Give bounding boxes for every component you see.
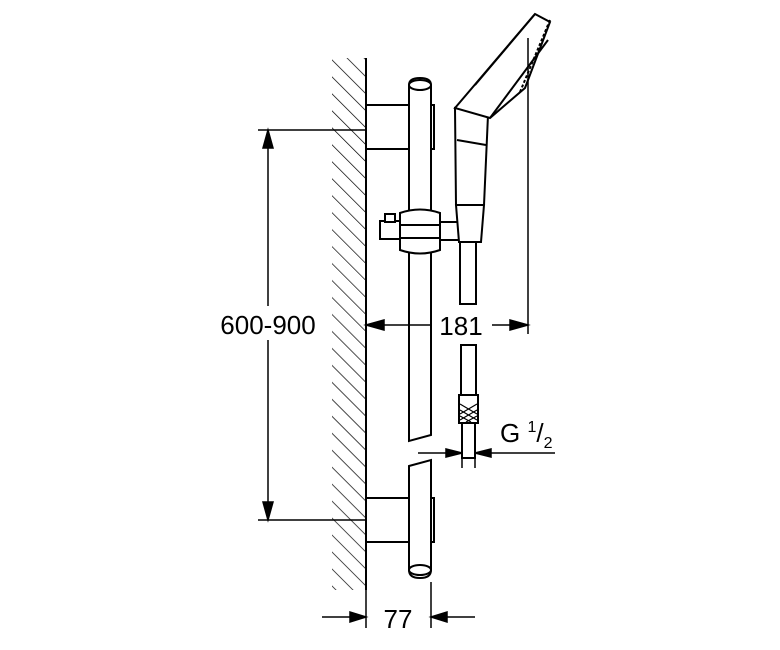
hand-shower-holder: [454, 204, 486, 243]
wall-offset-arrow-left: [349, 610, 369, 624]
hose-nut-knurl: [459, 403, 478, 423]
wall-offset-arrow-right: [428, 610, 448, 624]
rail-upper-segment: [408, 76, 432, 443]
connection-label: G 1/2: [500, 418, 553, 452]
rail-bottom-cap: [408, 564, 432, 576]
hose: [458, 241, 479, 459]
wall-hatching: [332, 58, 366, 590]
projection-dimension-label: 181: [439, 311, 482, 341]
slider-knob: [379, 220, 401, 240]
height-dimension-label: 600-900: [220, 310, 315, 340]
wall-offset-dimension: [322, 582, 475, 628]
height-arrow-top: [262, 127, 274, 149]
slider: [379, 208, 461, 255]
height-arrow-bottom: [262, 501, 274, 523]
wall: [332, 58, 367, 590]
projection-arrow-left: [363, 319, 385, 331]
rail-top-cap: [408, 79, 432, 91]
rail-lower-segment: [408, 458, 432, 580]
connection-dimension: [418, 448, 555, 468]
projection-arrow-right: [509, 319, 531, 331]
wall-offset-label: 77: [384, 604, 413, 634]
connection-arrow-right: [474, 448, 492, 458]
slider-knob-cap: [384, 213, 396, 223]
hose-lower: [460, 344, 477, 396]
connection-arrow-left: [445, 448, 463, 458]
hose-upper: [459, 241, 477, 305]
hand-shower: [453, 12, 552, 243]
hand-shower-handle: [453, 106, 490, 213]
hand-shower-spray-face: [519, 19, 551, 93]
